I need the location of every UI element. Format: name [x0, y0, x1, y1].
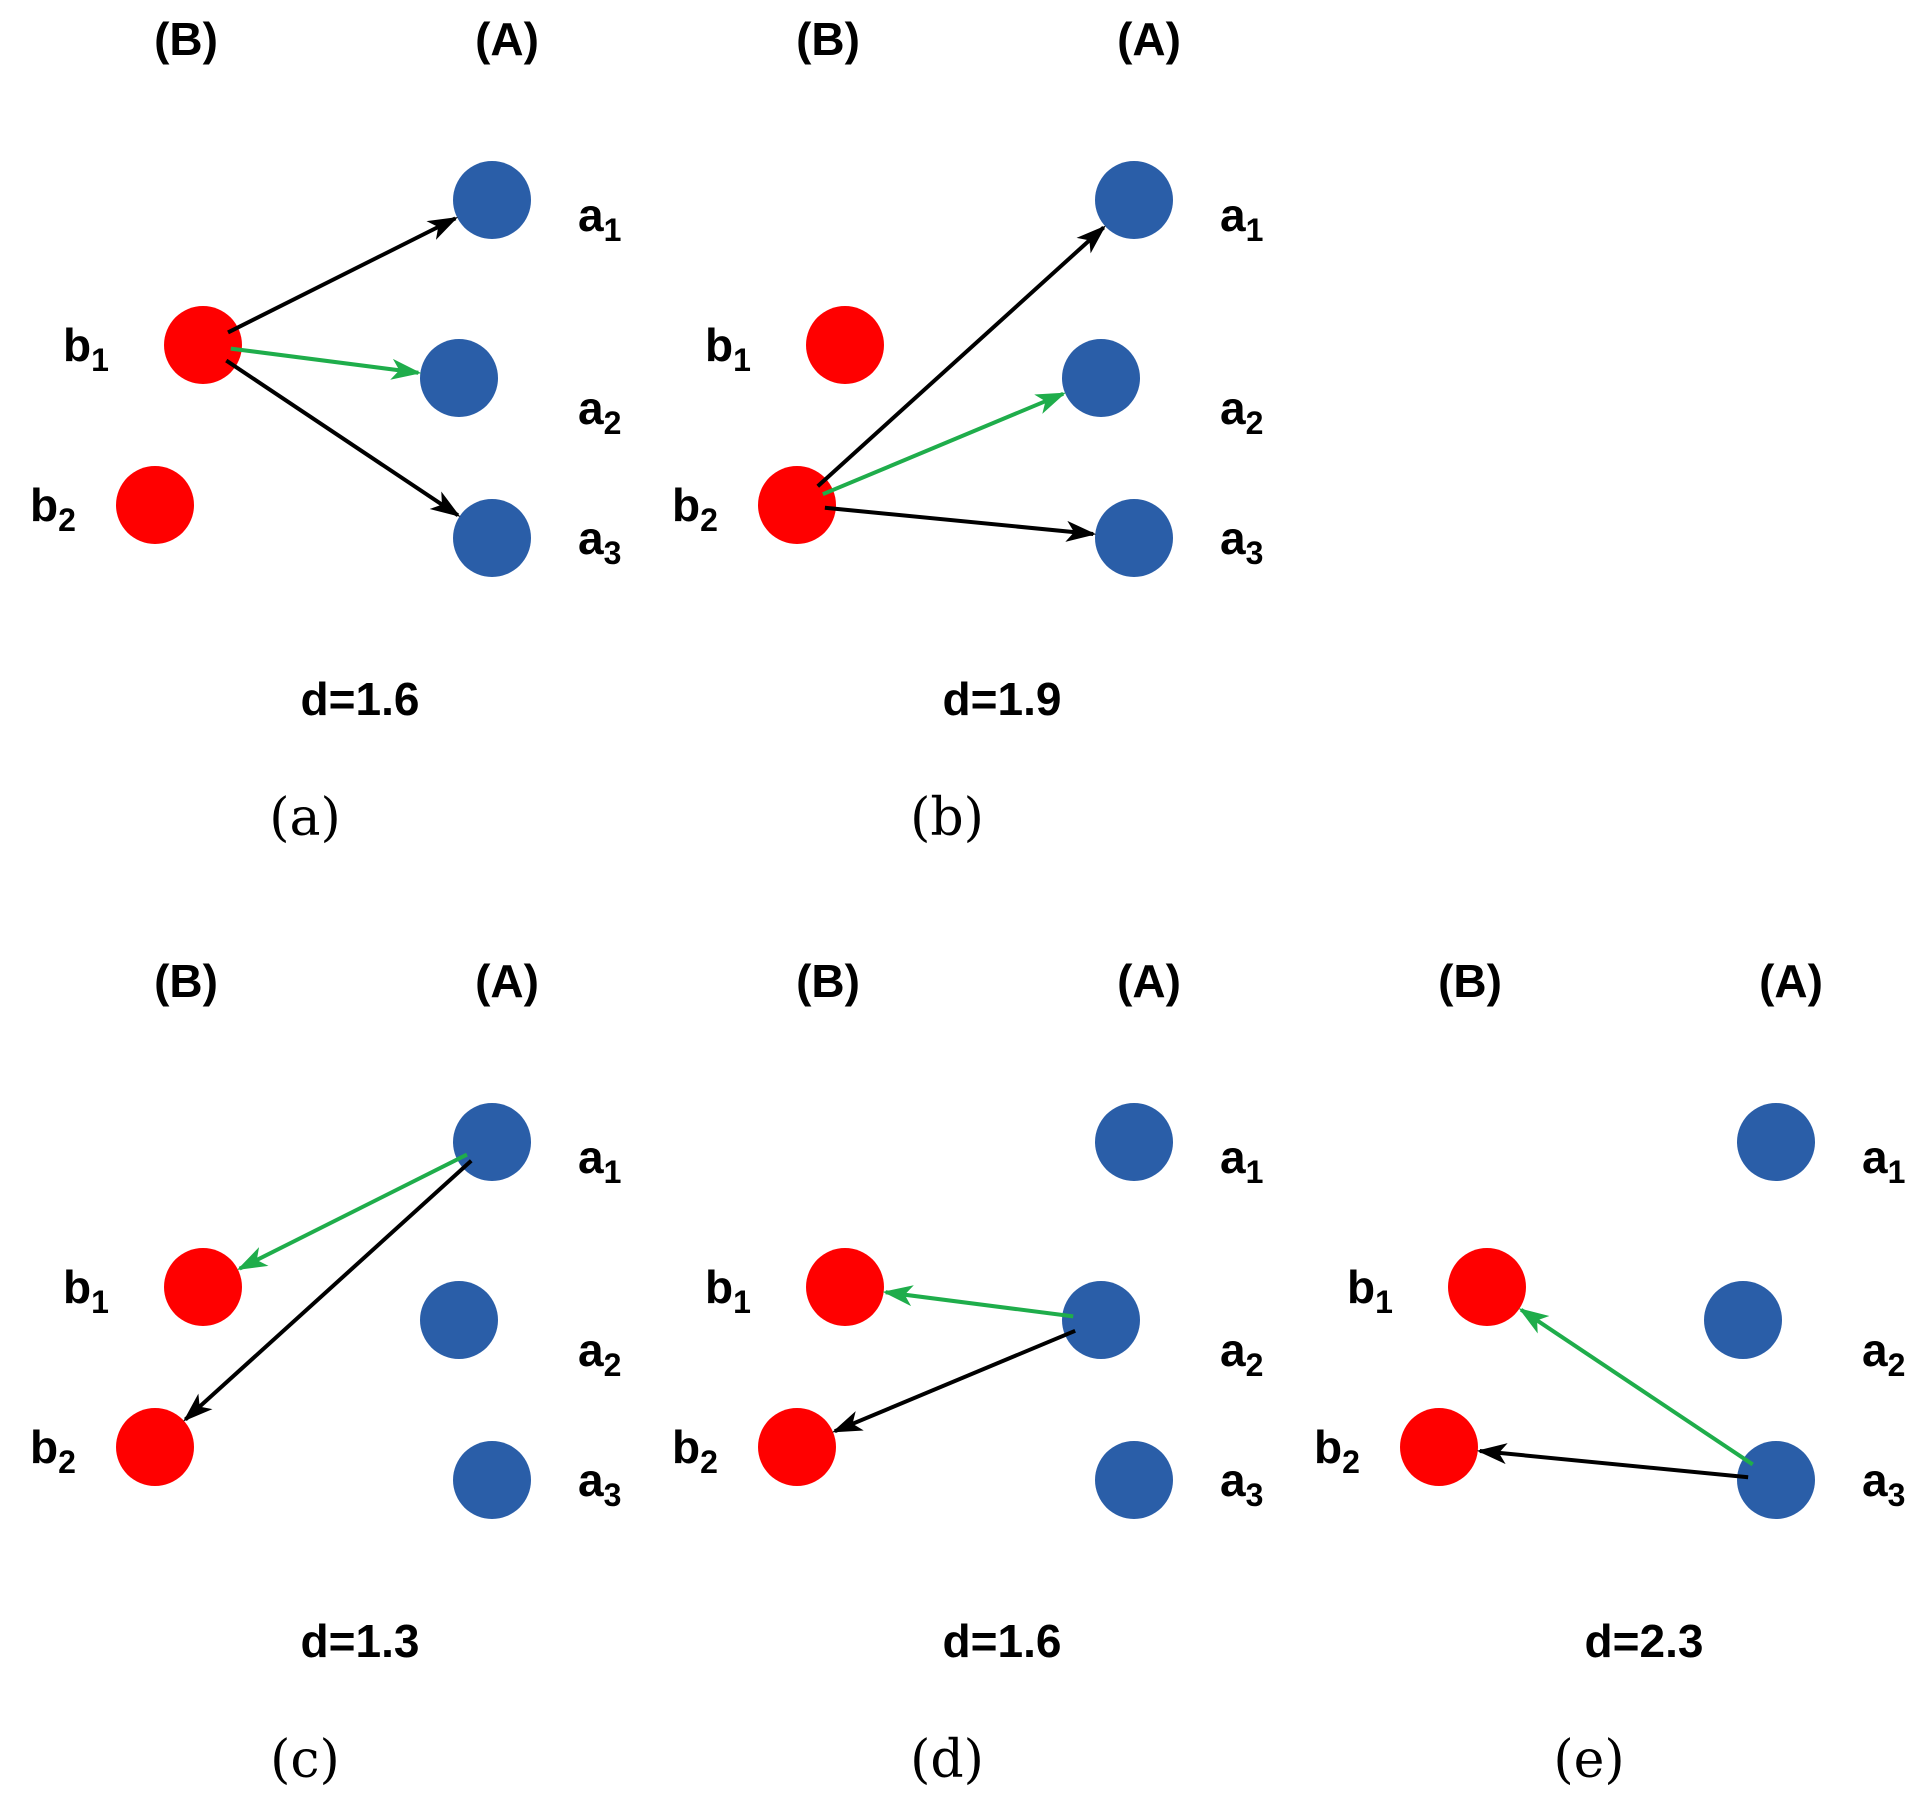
node-a2 [1704, 1281, 1782, 1359]
label-b1: b1 [705, 1261, 751, 1320]
node-a3 [453, 499, 531, 577]
distance-label: d=1.9 [943, 673, 1062, 725]
label-a3: a3 [1220, 512, 1263, 571]
node-a3 [1095, 499, 1173, 577]
label-b2: b2 [30, 1421, 76, 1480]
set-b-header: (B) [154, 13, 218, 65]
node-b1 [806, 306, 884, 384]
node-a1 [1095, 161, 1173, 239]
label-b1: b1 [63, 319, 109, 378]
panel-a: (B) (A) b1 b2 a1 a2 a3 d=1.6 (a) [30, 13, 621, 848]
panel-b: (B) (A) b1 b2 a1 a2 a3 d=1.9 (b) [672, 13, 1263, 848]
node-b1 [806, 1248, 884, 1326]
label-b2: b2 [672, 479, 718, 538]
label-a1: a1 [1220, 189, 1263, 248]
distance-label: d=1.6 [301, 673, 420, 725]
label-b1: b1 [705, 319, 751, 378]
label-b2: b2 [1314, 1421, 1360, 1480]
arrow-b2-to-a2 [822, 391, 1066, 497]
set-a-header: (A) [1117, 13, 1181, 65]
set-b-header: (B) [796, 955, 860, 1007]
label-a2: a2 [578, 382, 621, 441]
label-a2: a2 [1220, 382, 1263, 441]
node-a3 [453, 1441, 531, 1519]
label-a3: a3 [1862, 1454, 1905, 1513]
node-a3 [1095, 1441, 1173, 1519]
node-a2 [420, 1281, 498, 1359]
label-b2: b2 [30, 479, 76, 538]
set-b-header: (B) [796, 13, 860, 65]
arrow-a3-to-b2 [1476, 1443, 1749, 1480]
distance-label: d=2.3 [1585, 1615, 1704, 1667]
node-b1 [164, 1248, 242, 1326]
label-a2: a2 [578, 1324, 621, 1383]
node-b2 [116, 1408, 194, 1486]
arrow-b1-to-a3 [225, 358, 461, 517]
node-a1 [453, 161, 531, 239]
arrow-b2-to-a3 [824, 505, 1097, 542]
panel-caption: (e) [1553, 1730, 1624, 1790]
node-b2 [1400, 1408, 1478, 1486]
distance-label: d=1.6 [943, 1615, 1062, 1667]
set-b-header: (B) [154, 955, 218, 1007]
node-b1 [164, 306, 242, 384]
label-b1: b1 [1347, 1261, 1393, 1320]
arrow-a1-to-b1 [236, 1152, 468, 1271]
node-a2 [1062, 339, 1140, 417]
label-a3: a3 [578, 1454, 621, 1513]
panel-caption: (d) [910, 1730, 984, 1790]
panel-caption: (a) [269, 788, 341, 848]
panel-e: (B) (A) b1 b2 a1 a2 a3 d=2.3 (e) [1314, 955, 1905, 1790]
node-a1 [1737, 1103, 1815, 1181]
label-a3: a3 [1220, 1454, 1263, 1513]
label-b2: b2 [672, 1421, 718, 1480]
arrow-a3-to-b1 [1518, 1308, 1754, 1467]
set-a-header: (A) [475, 13, 539, 65]
label-a1: a1 [578, 189, 621, 248]
node-a1 [453, 1103, 531, 1181]
node-a2 [1062, 1281, 1140, 1359]
label-a2: a2 [1220, 1324, 1263, 1383]
panel-caption: (c) [270, 1730, 340, 1790]
arrow-a2-to-b2 [832, 1328, 1076, 1434]
arrow-a2-to-b1 [882, 1285, 1074, 1319]
label-a2: a2 [1862, 1324, 1905, 1383]
node-b2 [116, 466, 194, 544]
set-a-header: (A) [1759, 955, 1823, 1007]
arrow-b1-to-a2 [230, 346, 422, 380]
panel-caption: (b) [910, 788, 984, 848]
label-a3: a3 [578, 512, 621, 571]
arrow-b2-to-a1 [816, 225, 1106, 488]
arrow-a1-to-b2 [183, 1159, 473, 1422]
label-b1: b1 [63, 1261, 109, 1320]
panel-c: (B) (A) b1 b2 a1 a2 a3 d=1.3 (c) [30, 955, 621, 1790]
arrow-b1-to-a1 [227, 216, 459, 335]
node-b2 [758, 1408, 836, 1486]
node-b1 [1448, 1248, 1526, 1326]
label-a1: a1 [1220, 1131, 1263, 1190]
distance-label: d=1.3 [301, 1615, 420, 1667]
node-a1 [1095, 1103, 1173, 1181]
label-a1: a1 [578, 1131, 621, 1190]
node-a3 [1737, 1441, 1815, 1519]
set-a-header: (A) [1117, 955, 1181, 1007]
set-b-header: (B) [1438, 955, 1502, 1007]
set-a-header: (A) [475, 955, 539, 1007]
panel-d: (B) (A) b1 b2 a1 a2 a3 d=1.6 (d) [672, 955, 1263, 1790]
node-a2 [420, 339, 498, 417]
node-b2 [758, 466, 836, 544]
label-a1: a1 [1862, 1131, 1905, 1190]
